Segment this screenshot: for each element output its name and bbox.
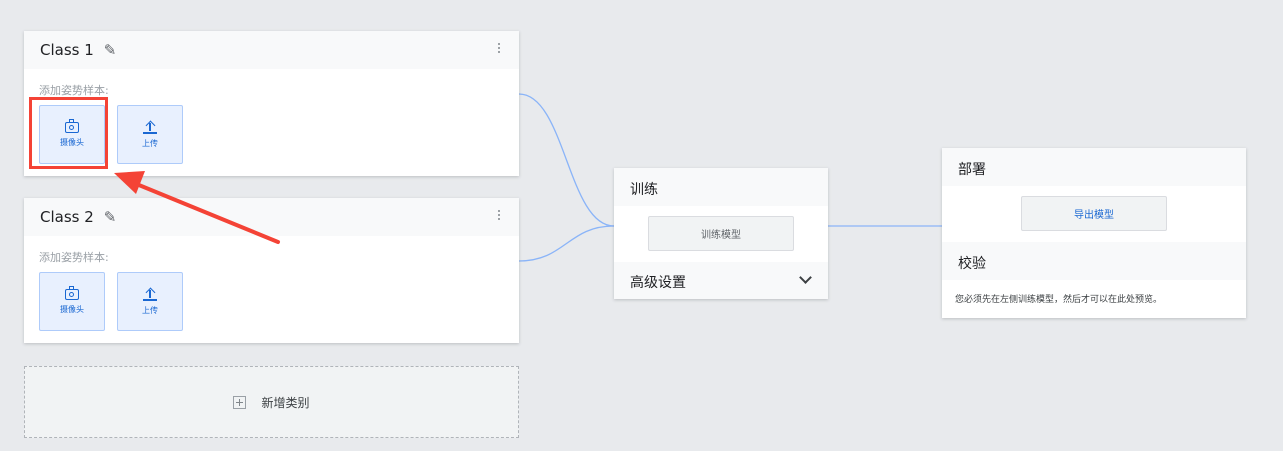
webcam-label: 摄像头 [60,137,84,147]
highlight-box [29,97,108,169]
advanced-settings-toggle[interactable]: 高级设置 [614,262,828,299]
class-card-header: Class 1 ✎ [24,31,519,69]
add-samples-label: 添加姿势样本: [39,84,109,97]
class-name[interactable]: Class 1 [40,41,94,59]
preview-header: 校验 [942,242,1246,280]
more-vert-icon[interactable] [498,210,501,222]
edit-pencil-icon[interactable]: ✎ [103,40,117,59]
deploy-header: 部署 [942,148,1246,186]
camera-icon [65,118,79,133]
training-title: 训练 [630,182,658,198]
upload-button[interactable]: 上传 [117,272,183,331]
upload-label: 上传 [142,305,158,315]
edit-pencil-icon[interactable]: ✎ [103,207,117,226]
webcam-button[interactable]: 摄像头 [39,272,105,331]
deploy-card: 部署 导出模型 校验 您必须先在左侧训练模型，然后才可以在此处预览。 [942,148,1246,318]
add-class-button[interactable]: 新增类别 [24,366,519,438]
webcam-button[interactable]: 摄像头 [39,105,105,164]
upload-icon [143,120,157,134]
training-card: 训练 训练模型 高级设置 [614,168,828,299]
class-card-2: Class 2 ✎ 添加姿势样本: 摄像头 上传 [24,198,519,343]
connector-class1-train [518,93,615,227]
preview-title: 校验 [958,256,986,272]
camera-icon [65,285,79,300]
preview-message: 您必须先在左侧训练模型，然后才可以在此处预览。 [955,295,1163,305]
class-name[interactable]: Class 2 [40,208,94,226]
export-model-button[interactable]: 导出模型 [1021,196,1167,231]
upload-label: 上传 [142,138,158,148]
more-vert-icon[interactable] [498,43,501,55]
upload-button[interactable]: 上传 [117,105,183,164]
add-samples-label: 添加姿势样本: [39,251,109,264]
add-box-icon [233,395,247,409]
chevron-down-icon [799,271,812,284]
connector-class2-train [518,225,615,262]
upload-icon [143,287,157,301]
training-header: 训练 [614,168,828,206]
advanced-settings-label: 高级设置 [630,275,686,291]
add-class-label: 新增类别 [261,395,310,410]
deploy-title: 部署 [958,162,986,178]
train-model-button[interactable]: 训练模型 [648,216,794,251]
webcam-label: 摄像头 [60,304,84,314]
class-card-header: Class 2 ✎ [24,198,519,236]
